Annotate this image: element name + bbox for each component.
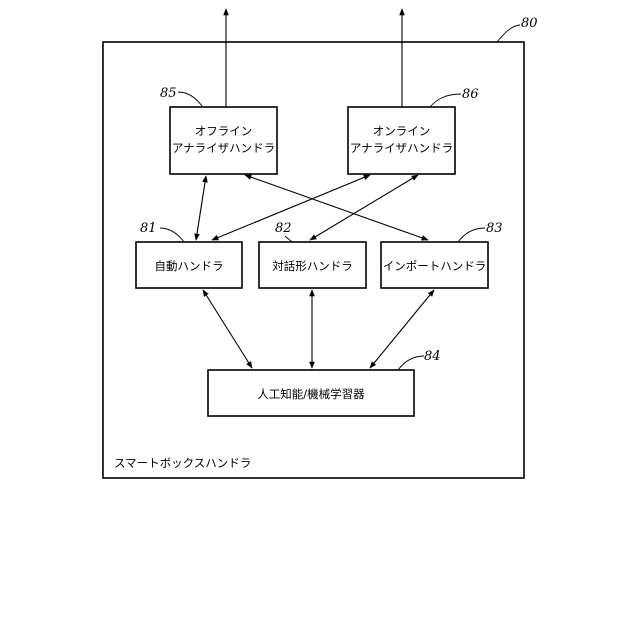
ref-85: 85 xyxy=(160,86,177,101)
auto-handler-label: 自動ハンドラ xyxy=(155,259,224,273)
leader-83 xyxy=(458,228,485,242)
arrow-auto-ai xyxy=(203,290,252,368)
ref-86: 86 xyxy=(462,87,479,102)
ref-82: 82 xyxy=(275,221,292,236)
online-line1: オンライン xyxy=(373,124,431,138)
auto-handler-box: 自動ハンドラ xyxy=(136,242,242,288)
leader-82 xyxy=(285,236,292,242)
ref-81: 81 xyxy=(140,221,157,236)
leader-84 xyxy=(398,356,424,370)
offline-line1: オフライン xyxy=(195,124,253,138)
leader-85 xyxy=(178,92,202,106)
interactive-handler-label: 対話形ハンドラ xyxy=(272,259,353,273)
import-handler-box: インポートハンドラ xyxy=(381,242,488,288)
leader-81 xyxy=(160,228,184,242)
import-handler-label: インポートハンドラ xyxy=(383,259,487,273)
arrow-offline-auto xyxy=(196,176,206,240)
ai-ml-label: 人工知能/機械学習器 xyxy=(257,387,365,401)
ai-ml-box: 人工知能/機械学習器 xyxy=(208,370,414,416)
ref-80: 80 xyxy=(521,16,538,31)
arrow-offline-import xyxy=(245,175,428,240)
leader-86 xyxy=(430,94,461,107)
online-analyzer-handler-box: オンライン アナライザハンドラ xyxy=(348,107,455,174)
ref-84: 84 xyxy=(424,349,441,364)
leader-80 xyxy=(497,25,520,42)
smart-box-label: スマートボックスハンドラ xyxy=(114,456,251,470)
ref-83: 83 xyxy=(486,221,503,236)
online-line2: アナライザハンドラ xyxy=(350,141,453,155)
interactive-handler-box: 対話形ハンドラ xyxy=(259,242,366,288)
offline-analyzer-handler-box: オフライン アナライザハンドラ xyxy=(170,107,277,174)
offline-line2: アナライザハンドラ xyxy=(172,141,275,155)
